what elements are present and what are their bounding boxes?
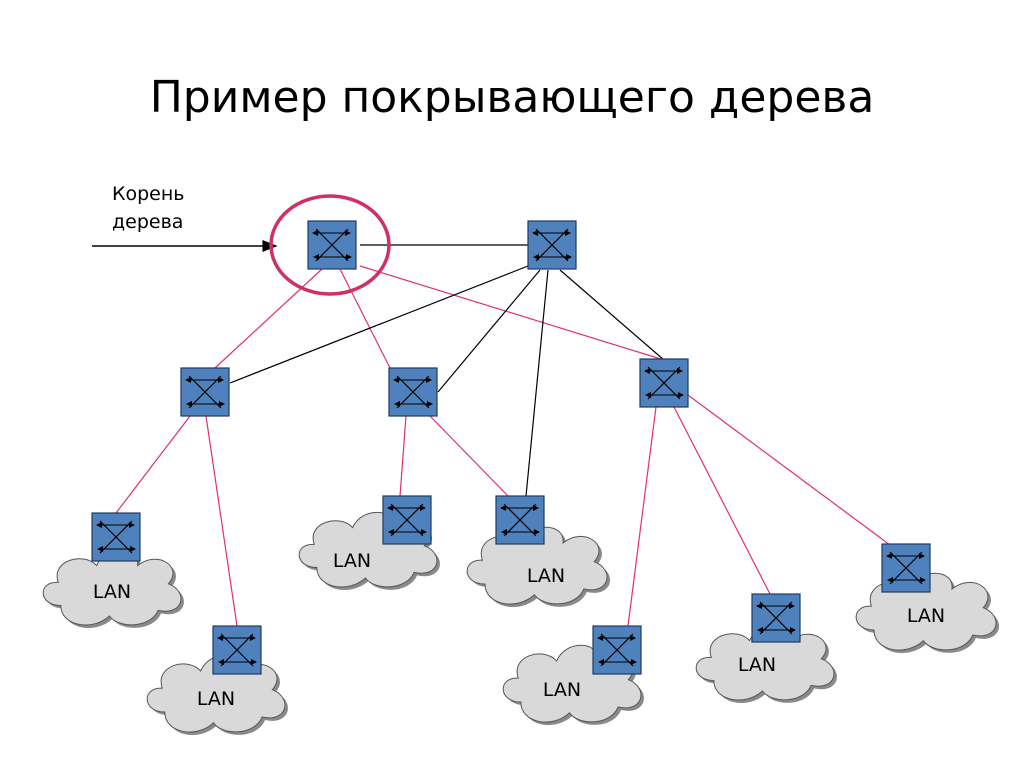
switch-cross-line bbox=[99, 520, 133, 554]
switch-cross-line bbox=[315, 228, 349, 262]
switch bbox=[388, 367, 438, 417]
tree-link bbox=[687, 394, 891, 546]
lan-cloud: LAN bbox=[42, 550, 184, 629]
switch bbox=[751, 593, 801, 643]
switch bbox=[881, 543, 931, 593]
switch bbox=[180, 367, 230, 417]
tree-link bbox=[399, 415, 407, 497]
switch-cross-line bbox=[503, 503, 537, 537]
lan-cloud-shape bbox=[42, 550, 182, 626]
lan-label: LAN bbox=[197, 688, 235, 710]
tree-link bbox=[429, 415, 509, 497]
switch bbox=[495, 495, 545, 545]
root-label-line2: дерева bbox=[112, 211, 184, 233]
switch-cross-line bbox=[535, 228, 569, 262]
root-label: Корень дерева bbox=[112, 180, 184, 236]
lan-label: LAN bbox=[738, 654, 776, 676]
root-highlight-ring bbox=[269, 194, 391, 296]
lan-cloud: LAN bbox=[466, 526, 611, 608]
lan-label: LAN bbox=[543, 679, 581, 701]
switch bbox=[212, 625, 262, 675]
lan-label: LAN bbox=[527, 565, 565, 587]
switch-cross-line bbox=[600, 633, 634, 667]
switch bbox=[382, 495, 432, 545]
switch bbox=[639, 358, 689, 408]
lan-cloud-shape bbox=[466, 526, 608, 605]
switch-cross-line bbox=[396, 375, 430, 409]
switch bbox=[592, 625, 642, 675]
tree-link bbox=[205, 415, 238, 627]
lan-label: LAN bbox=[333, 550, 371, 572]
tree-link bbox=[339, 268, 391, 369]
tree-link bbox=[214, 268, 323, 369]
switch-cross-line bbox=[759, 601, 793, 635]
lan-label: LAN bbox=[907, 605, 945, 627]
switch bbox=[91, 512, 141, 562]
blocked-link bbox=[525, 269, 549, 497]
blocked-link bbox=[229, 265, 529, 384]
root-switch bbox=[307, 220, 357, 270]
switch bbox=[527, 220, 577, 270]
switch-cross-line bbox=[647, 366, 681, 400]
switch-cross-line bbox=[889, 551, 923, 585]
slide-title: Пример покрывающего дерева bbox=[149, 72, 875, 123]
lan-cloud: LAN bbox=[695, 625, 837, 704]
lan-label: LAN bbox=[93, 581, 131, 603]
blocked-link bbox=[437, 269, 541, 393]
blocked-link bbox=[559, 269, 665, 361]
switch-cross-line bbox=[220, 633, 254, 667]
tree-link bbox=[627, 406, 657, 627]
switch-cross-line bbox=[188, 375, 222, 409]
lan-cloud-shape bbox=[695, 625, 835, 701]
tree-link bbox=[673, 406, 771, 595]
root-label-line1: Корень bbox=[112, 183, 185, 205]
switch-cross-line bbox=[390, 503, 424, 537]
tree-link bbox=[359, 265, 665, 361]
tree-link bbox=[115, 415, 191, 514]
